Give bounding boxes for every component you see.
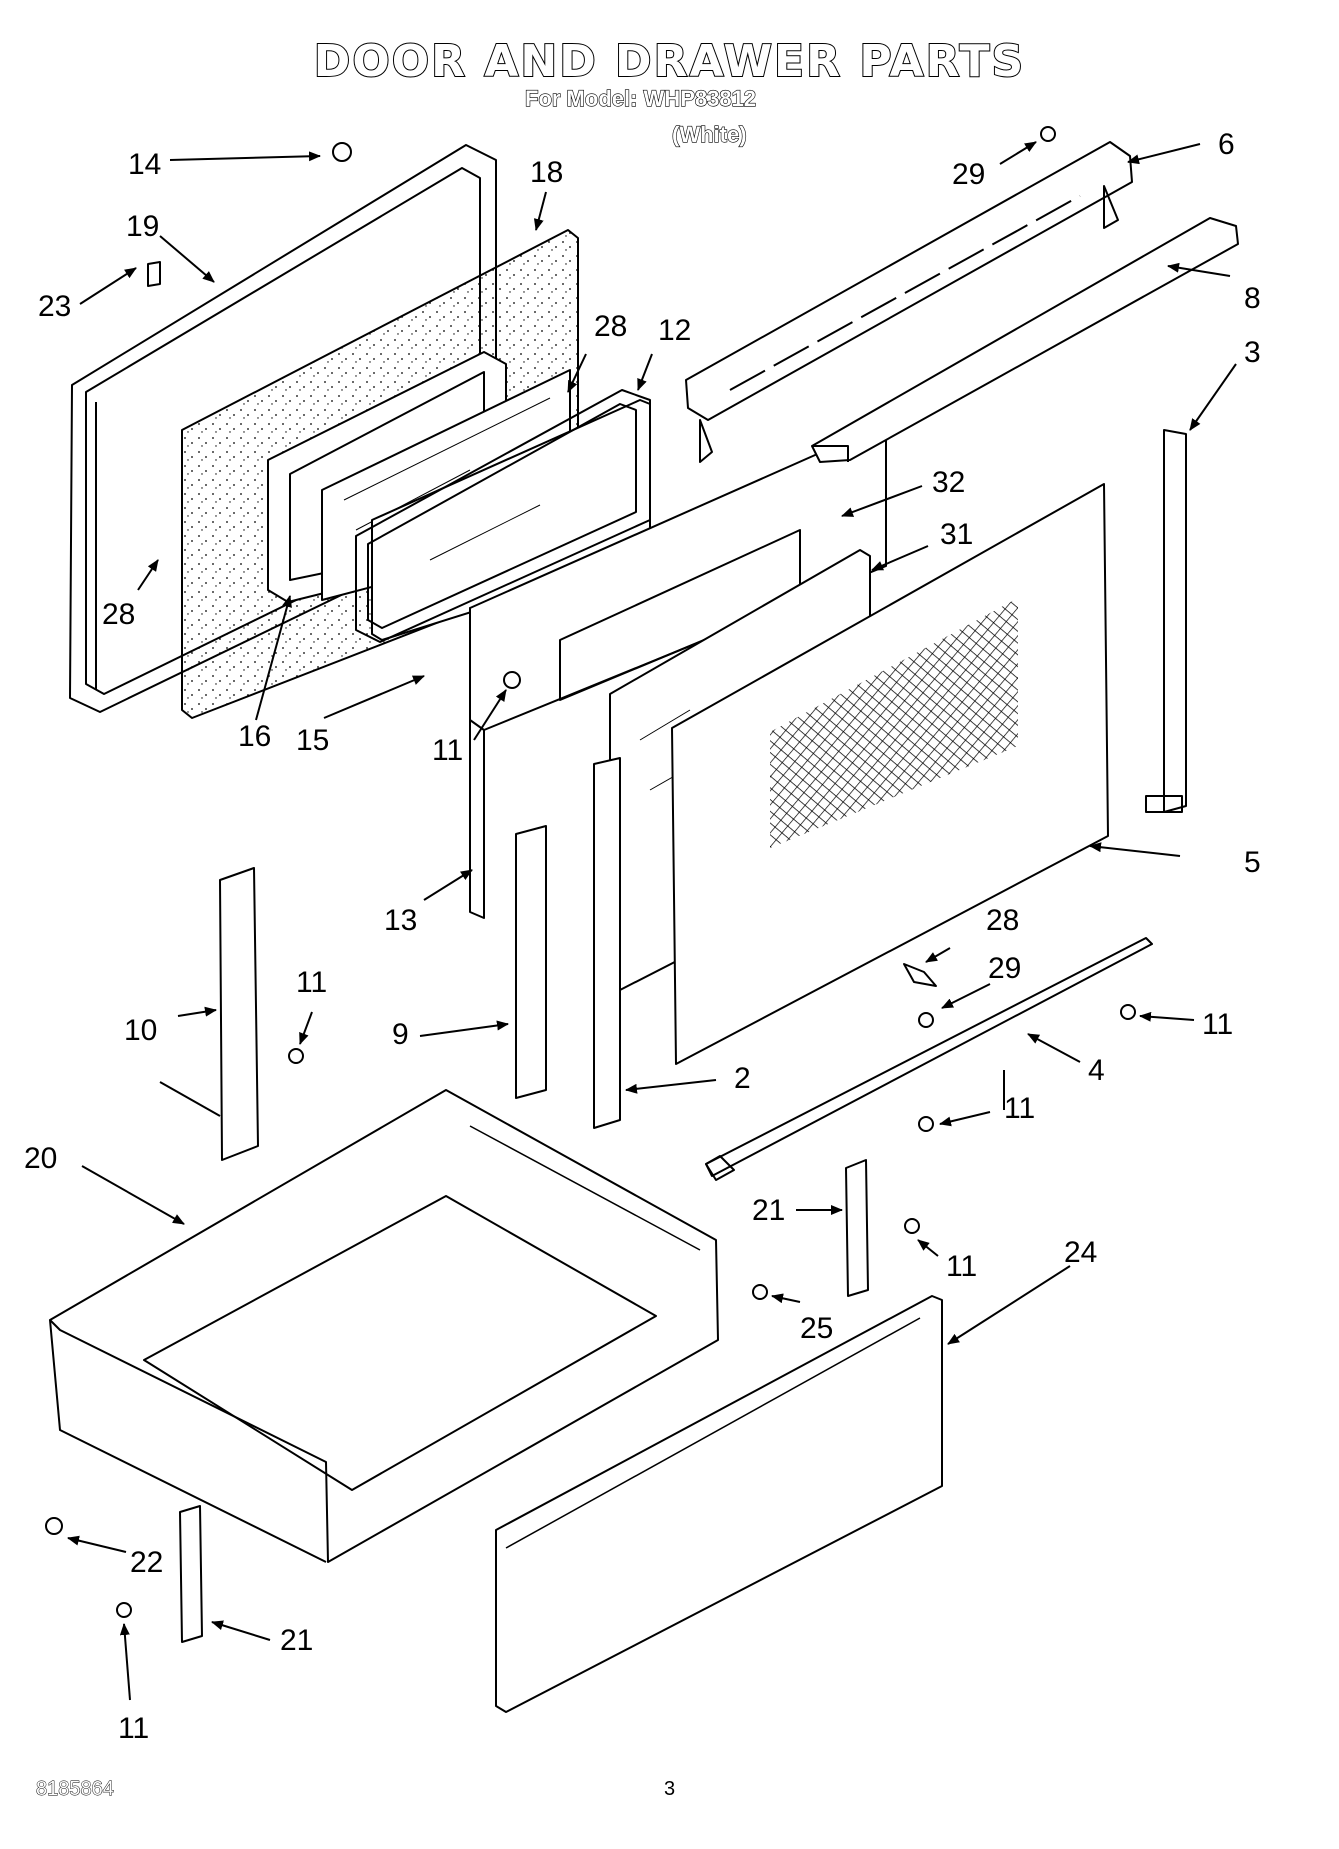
callout-20: 20 <box>24 1142 57 1175</box>
document-number: 8185864 <box>36 1778 115 1801</box>
callout-labels: 14 18 19 23 28 12 28 16 15 11 29 6 8 3 3… <box>24 128 1261 1745</box>
callout-25: 25 <box>800 1312 833 1345</box>
callout-11-bracket: 11 <box>296 966 327 999</box>
callout-4: 4 <box>1088 1054 1105 1087</box>
callout-19: 19 <box>126 210 159 243</box>
door-front-panel-5 <box>671 483 1109 1065</box>
callout-10: 10 <box>124 1014 157 1047</box>
callout-14: 14 <box>128 148 161 181</box>
door-handle-8 <box>811 217 1239 463</box>
model-variant: (White) <box>671 121 747 147</box>
callout-2: 2 <box>734 1062 751 1095</box>
callout-16: 16 <box>238 720 271 753</box>
callout-28-left: 28 <box>102 598 135 631</box>
callout-21-left: 21 <box>280 1624 313 1657</box>
callout-11-rail-right: 11 <box>1202 1008 1233 1041</box>
callout-3: 3 <box>1244 336 1261 369</box>
callout-6: 6 <box>1218 128 1235 161</box>
trim-2 <box>593 757 621 1129</box>
callout-9: 9 <box>392 1018 409 1051</box>
fastener-screws <box>45 126 1136 1618</box>
callout-11-drawer-right: 11 <box>946 1250 977 1283</box>
page-title: DOOR AND DRAWER PARTS <box>313 35 1026 88</box>
model-line: For Model: WHP83812 <box>524 85 757 111</box>
callout-18: 18 <box>530 156 563 189</box>
callout-8: 8 <box>1244 282 1261 315</box>
drawer-bracket-21-left <box>179 1505 203 1643</box>
hinge-rail-4 <box>705 937 1153 1181</box>
callout-12: 12 <box>658 314 691 347</box>
drawer-front-24 <box>495 1295 943 1713</box>
callout-31: 31 <box>940 518 973 551</box>
callout-15: 15 <box>296 724 329 757</box>
callout-29-hinge: 29 <box>988 952 1021 985</box>
door-gasket-12 <box>355 389 651 643</box>
callout-5: 5 <box>1244 846 1261 879</box>
right-side-trim-3 <box>1003 429 1187 1110</box>
callout-28-hinge: 28 <box>986 904 1019 937</box>
callout-21-right: 21 <box>752 1194 785 1227</box>
page-number: 3 <box>664 1778 676 1800</box>
door-glass-15 <box>321 369 651 641</box>
drawer-bracket-21-right <box>845 1159 869 1297</box>
callout-22: 22 <box>130 1546 163 1579</box>
callout-11-rail-lower: 11 <box>1004 1092 1035 1125</box>
trim-9 <box>515 825 547 1099</box>
callout-29-upper: 29 <box>952 158 985 191</box>
callout-23: 23 <box>38 290 71 323</box>
callout-11-drawer-left: 11 <box>118 1712 149 1745</box>
callout-32: 32 <box>932 466 965 499</box>
callout-13: 13 <box>384 904 417 937</box>
callout-28-upper: 28 <box>594 310 627 343</box>
leader-lines <box>67 141 1237 1701</box>
drawer-body-20 <box>49 1089 719 1563</box>
callout-24: 24 <box>1064 1236 1097 1269</box>
left-bracket-10 <box>159 867 259 1161</box>
vent-trim-6 <box>685 141 1133 463</box>
callout-11-door: 11 <box>432 734 463 767</box>
